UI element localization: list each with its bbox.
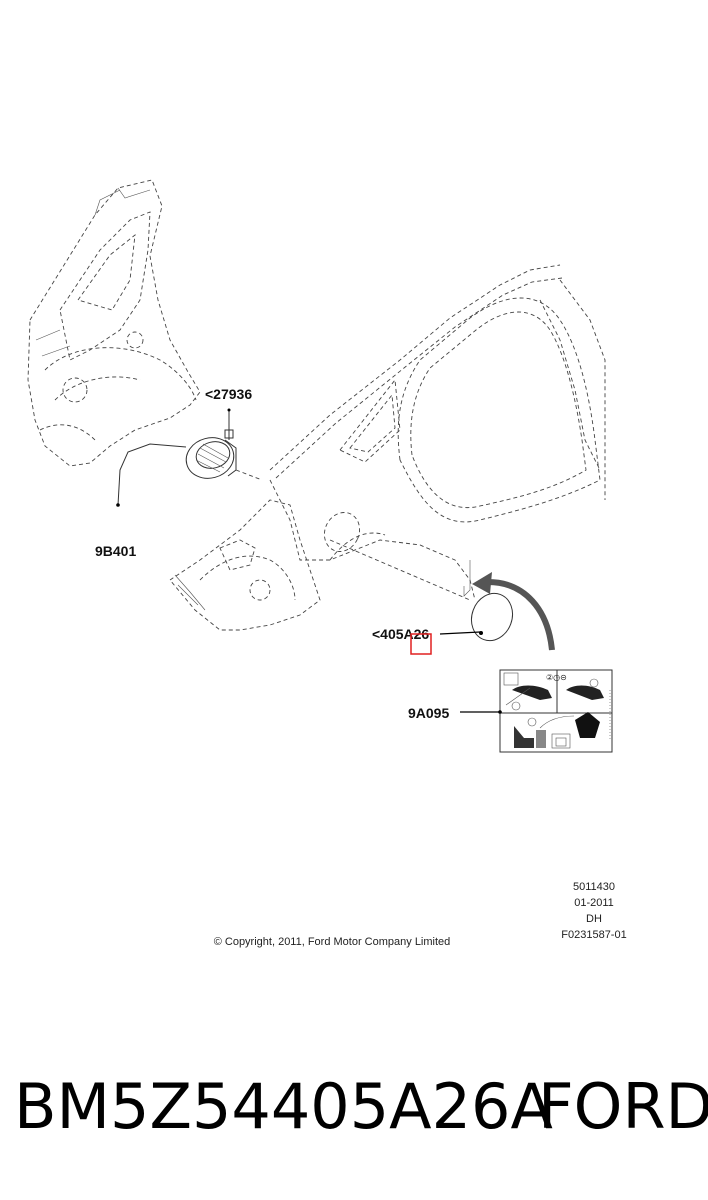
meta-line-4: F0231587-01 — [561, 929, 626, 941]
assembly-arrow — [472, 572, 555, 651]
callout-label: 9A095 — [408, 705, 449, 721]
callout-cable: 9B401 — [95, 543, 136, 559]
meta-line-1: 5011430 — [573, 881, 615, 893]
copyright-notice: © Copyright, 2011, Ford Motor Company Li… — [214, 936, 451, 948]
brand-name: FORD — [538, 1070, 708, 1143]
meta-line-3: DH — [586, 913, 602, 925]
highlight-marker — [410, 633, 432, 655]
release-cable — [117, 443, 187, 506]
meta-line-2: 01-2011 — [574, 897, 614, 909]
fuel-instruction-label: ②◷⊝ — [499, 669, 613, 753]
callout-clip: <27936 — [205, 386, 252, 402]
fuel-filler-housing — [185, 410, 237, 479]
fuel-filler-door — [470, 592, 514, 642]
door-leader — [439, 631, 481, 635]
inner-panel-drawing — [27, 179, 201, 467]
body-side-drawing — [169, 264, 606, 631]
callout-door: <405A26 — [372, 626, 429, 642]
svg-text:②◷⊝: ②◷⊝ — [546, 673, 567, 682]
part-number: BM5Z54405A26A — [14, 1070, 553, 1143]
